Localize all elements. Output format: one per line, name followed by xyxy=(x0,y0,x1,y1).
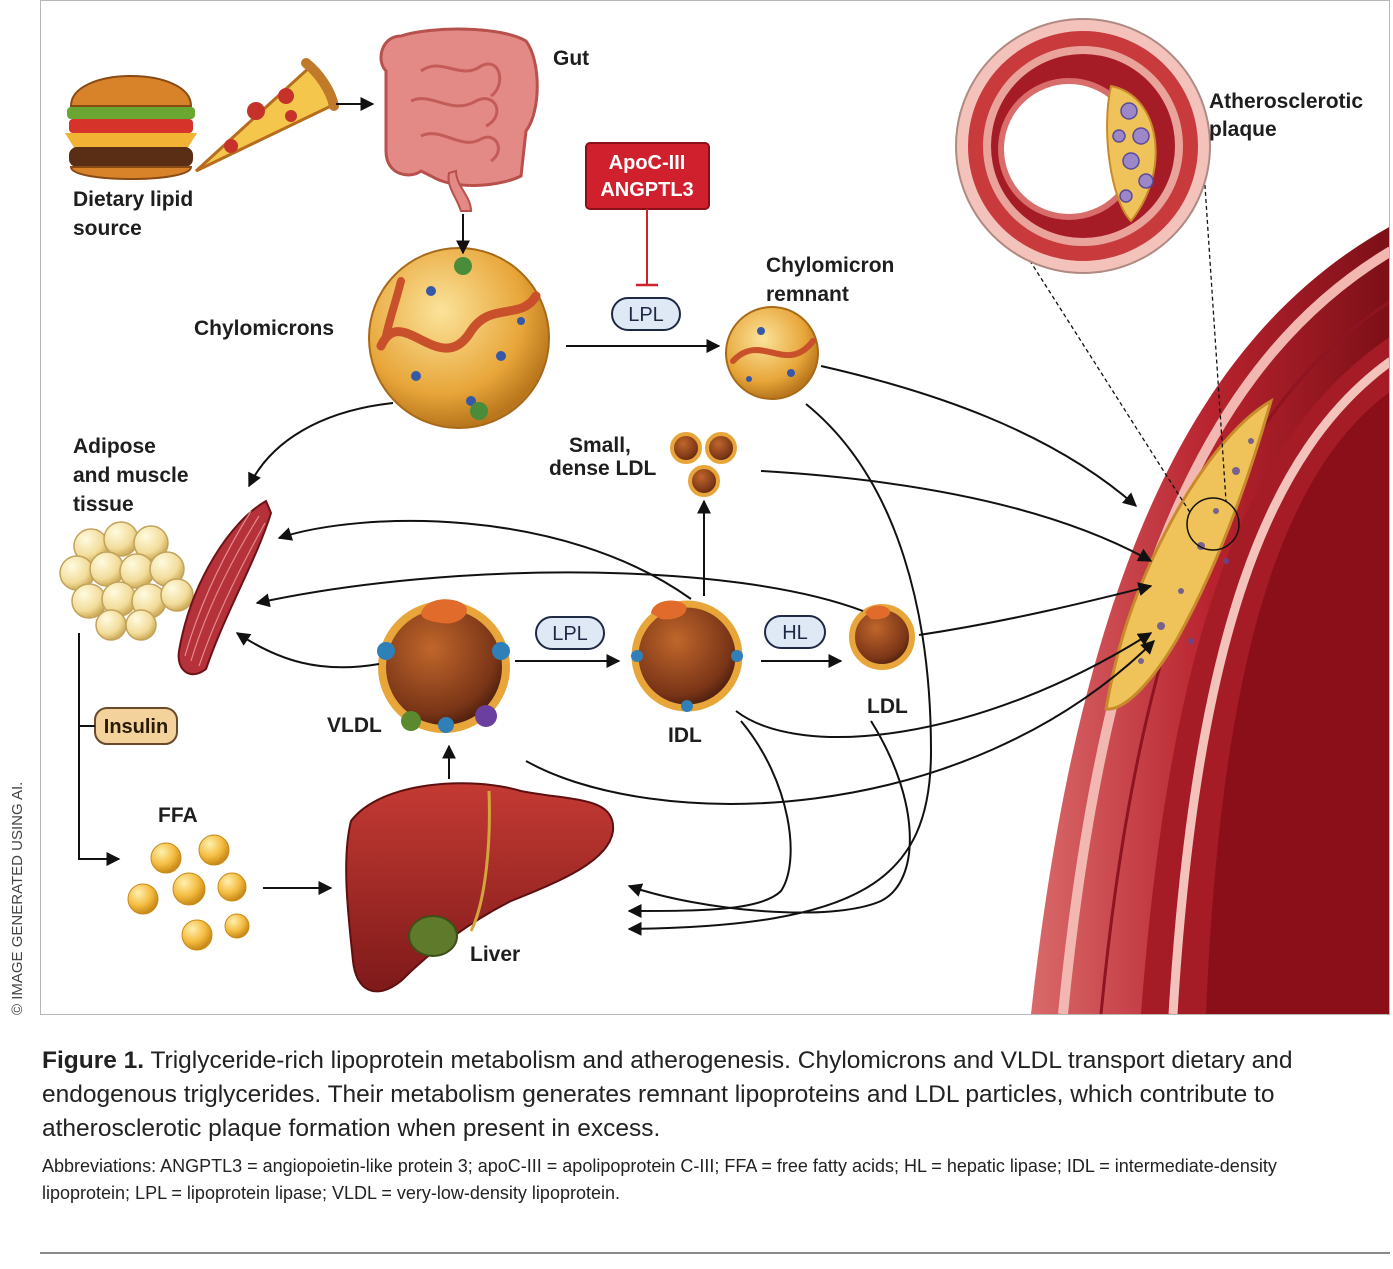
arrow-ldl-to-liver xyxy=(627,720,911,914)
insulin-label: Insulin xyxy=(104,716,168,738)
caption-abbreviations: Abbreviations: ANGPTL3 = angiopoietin-li… xyxy=(42,1156,1277,1204)
arrow-small-ldl-to-plaque xyxy=(760,470,1153,562)
muscle-icon xyxy=(177,499,273,676)
idl-label: IDL xyxy=(668,724,702,747)
arrow-ldl-to-adipose xyxy=(255,571,864,612)
gut-icon xyxy=(379,27,539,212)
bottom-rule xyxy=(40,1252,1390,1254)
adipose-label-line1: Adipose xyxy=(73,435,156,458)
image-credit: © IMAGE GENERATED USING AI. xyxy=(2,720,32,1020)
chylomicrons-label: Chylomicrons xyxy=(194,317,334,340)
diagram: Dietary lipid source Gut ApoC-III ANGPTL… xyxy=(59,18,1389,1014)
ldl-particle xyxy=(849,604,915,670)
figure-caption: Figure 1. Triglyceride-rich lipoprotein … xyxy=(42,1044,1362,1207)
arrow-vldl-to-adipose xyxy=(235,632,380,669)
figure-frame: Dietary lipid source Gut ApoC-III ANGPTL… xyxy=(40,0,1390,1015)
dietary-label-line2: source xyxy=(73,217,142,240)
lpl-pill-mid xyxy=(535,616,605,650)
vldl-label: VLDL xyxy=(327,714,382,737)
artery-cross-section xyxy=(955,18,1211,274)
zoom-guide-right xyxy=(1203,170,1227,502)
burger-icon xyxy=(65,75,197,180)
arrow-idl-to-adipose xyxy=(277,519,692,600)
arrow-remnant-to-plaque xyxy=(820,365,1138,507)
pizza-slice-icon xyxy=(194,58,339,173)
plaque-zoom-focus xyxy=(1186,497,1240,551)
adipose-label-line3: tissue xyxy=(73,493,134,516)
caption-text: Triglyceride-rich lipoprotein metabolism… xyxy=(42,1047,1293,1142)
hl-pill xyxy=(764,615,826,649)
ffa-droplets xyxy=(127,834,250,951)
lpl-label-mid: LPL xyxy=(552,623,588,645)
arrow-idl-to-liver xyxy=(627,720,792,918)
plaque-foam-cells xyxy=(1138,438,1254,664)
ldl-label: LDL xyxy=(867,695,908,718)
arrow-ldl-to-plaque xyxy=(918,582,1153,636)
artery-wall xyxy=(1031,227,1389,1014)
remnant-label-line2: remnant xyxy=(766,283,849,306)
plaque-label-line2: plaque xyxy=(1209,118,1277,141)
arrow-vldl-to-plaque xyxy=(525,640,1155,805)
liver-icon xyxy=(345,782,615,993)
small-ldl-label-line2: dense LDL xyxy=(549,457,657,480)
plaque-label-line1: Atherosclerotic xyxy=(1209,90,1363,113)
hl-label: HL xyxy=(782,622,808,644)
arrow-chylomicron-to-adipose xyxy=(248,402,394,488)
ffa-label: FFA xyxy=(158,804,198,827)
adipose-tissue-icon xyxy=(59,521,194,641)
pathway-arrows xyxy=(78,97,1155,936)
inhibitor-apoc3: ApoC-III xyxy=(609,152,686,174)
chylomicron-particle xyxy=(368,247,550,429)
image-credit-text: © IMAGE GENERATED USING AI. xyxy=(9,782,26,1015)
gut-label: Gut xyxy=(553,47,589,70)
arterial-plaque xyxy=(1104,397,1274,711)
inhibitor-angptl3: ANGPTL3 xyxy=(600,179,693,201)
small-ldl-label-line1: Small, xyxy=(569,434,631,457)
small-dense-ldl-particles xyxy=(670,432,737,497)
figure-number: Figure 1. xyxy=(42,1047,145,1074)
dietary-label-line1: Dietary lipid xyxy=(73,188,193,211)
zoom-guide-left xyxy=(1010,230,1192,515)
liver-label: Liver xyxy=(470,943,520,966)
chylomicron-remnant-particle xyxy=(725,306,819,400)
caption-main: Figure 1. Triglyceride-rich lipoprotein … xyxy=(42,1044,1362,1145)
arrow-adipose-to-ffa xyxy=(78,633,121,866)
adipose-label-line2: and muscle xyxy=(73,464,189,487)
lpl-label-top: LPL xyxy=(628,304,664,326)
arrow-idl-to-plaque xyxy=(735,632,1153,738)
vldl-particle xyxy=(377,599,510,733)
idl-particle xyxy=(631,600,743,712)
remnant-label-line1: Chylomicron xyxy=(766,254,894,277)
lpl-pill-top xyxy=(611,297,681,331)
